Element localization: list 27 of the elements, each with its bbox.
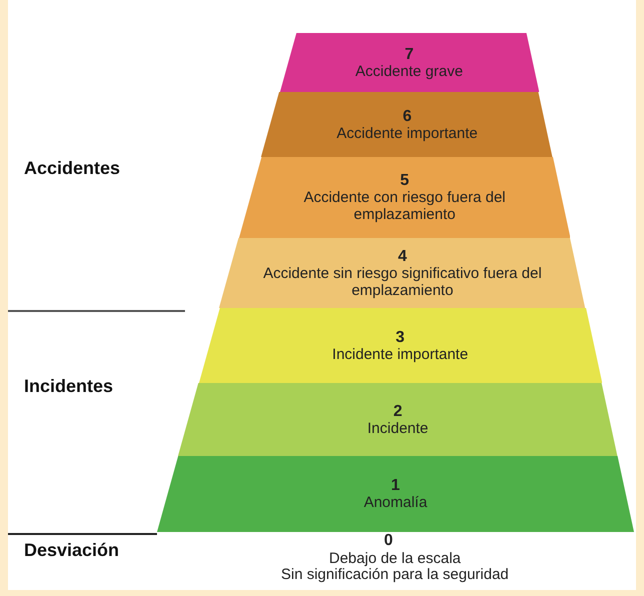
level-description: Incidente — [366, 420, 430, 436]
scale-band — [178, 383, 618, 456]
level-number: 2 — [392, 402, 404, 420]
level-number: 3 — [394, 328, 406, 346]
level-number: 1 — [390, 477, 401, 494]
category-label: Desviación — [24, 540, 120, 561]
level-number: 7 — [404, 46, 415, 62]
level-description: Accidente con riesgo fuera del emplazamiento — [302, 189, 507, 223]
level-description: Anomalía — [362, 494, 428, 511]
category-label: Incidentes — [24, 376, 114, 397]
level-description: Incidente importante — [331, 346, 470, 362]
scale-band — [280, 33, 539, 92]
scale-band — [238, 157, 570, 238]
level-description: Sin significación para la seguridad — [281, 567, 509, 583]
level-number: 6 — [402, 108, 413, 124]
category-label: Accidentes — [24, 158, 120, 179]
scale-band — [219, 238, 586, 308]
scale-band — [157, 456, 634, 532]
level-number: 4 — [396, 248, 408, 264]
level-number: 0 — [384, 533, 393, 549]
level-description: Accidente sin riesgo significativo fuera del emplazamiento — [262, 264, 543, 298]
level-description: Accidente grave — [354, 62, 464, 80]
scale-band — [198, 308, 602, 383]
level-description: Accidente importante — [336, 124, 479, 142]
level-number: 5 — [399, 172, 410, 189]
scale-band — [261, 92, 553, 157]
level-description: Debajo de la escala — [329, 551, 461, 567]
